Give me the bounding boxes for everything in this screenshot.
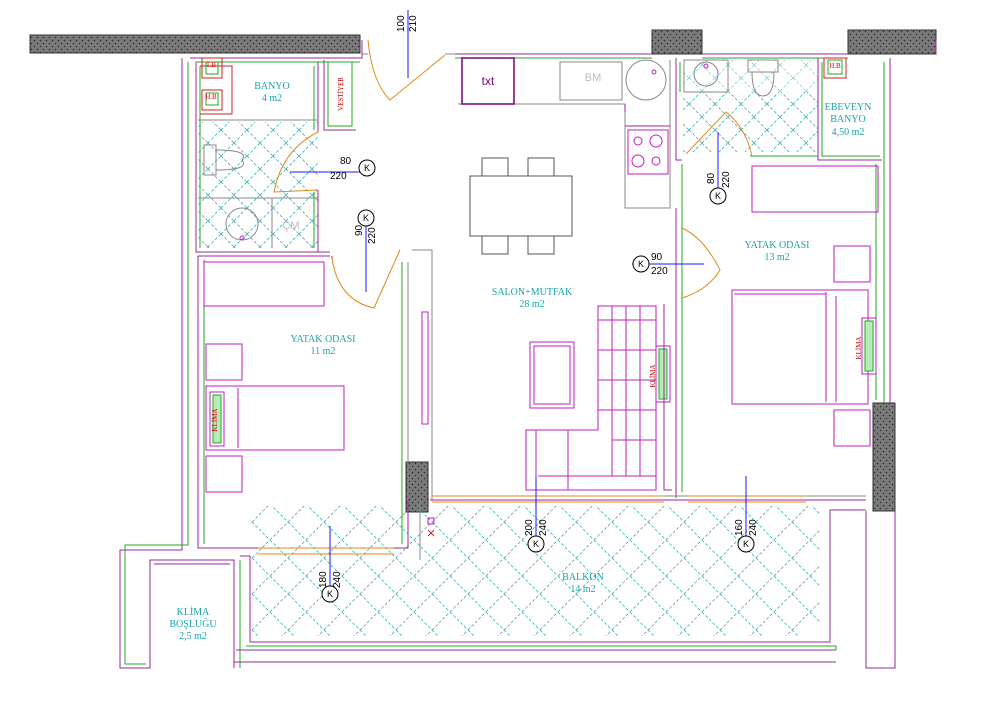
svg-text:90: 90	[651, 252, 663, 263]
tb-label: T.B	[206, 61, 217, 69]
svg-text:K: K	[715, 191, 721, 201]
ebeveyn-name1: EBEVEYN	[825, 102, 872, 113]
yatak-right-name: YATAK ODASI	[744, 240, 809, 251]
svg-text:220: 220	[721, 171, 732, 188]
top-door-width: 100	[396, 15, 407, 32]
balkon-area: 14 m2	[570, 584, 595, 595]
entry-door	[362, 10, 455, 101]
svg-text:90: 90	[354, 224, 365, 236]
salon-area: 28 m2	[519, 299, 544, 310]
ebeveyn-area: 4,50 m2	[832, 127, 865, 138]
klima-salon-label: KLİMA	[649, 365, 657, 388]
ebeveyn-door	[685, 111, 753, 194]
ebeveyn-banyo-room	[675, 57, 882, 161]
banyo-name: BANYO	[254, 81, 290, 92]
yatak-right-window-marker: 160 240 K	[734, 519, 759, 553]
hb-left-label: H.B	[205, 93, 217, 101]
klima-boslugu-name1: KLİMA	[177, 606, 211, 618]
yatak-left-room	[197, 255, 409, 549]
svg-text:K: K	[533, 539, 539, 549]
svg-text:K: K	[638, 259, 644, 269]
salon-furniture	[407, 208, 677, 500]
window-dimension-lines	[329, 476, 747, 590]
vestiyer-closet	[323, 60, 356, 131]
yatak-left-area: 11 m2	[311, 346, 336, 357]
ebeveyn-name2: BANYO	[830, 114, 866, 125]
yatak-left-name: YATAK ODASI	[290, 334, 355, 345]
svg-text:80: 80	[340, 156, 352, 167]
txt-label: txt	[482, 74, 495, 88]
svg-text:160: 160	[734, 519, 745, 536]
svg-text:200: 200	[524, 519, 535, 536]
yatak-left-window-marker: 180 240 K	[318, 571, 343, 603]
banyo-area: 4 m2	[262, 93, 282, 104]
balkon-name: BALKON	[562, 572, 604, 583]
svg-text:80: 80	[706, 172, 717, 184]
cm-label: ÇM	[282, 220, 299, 232]
balkon	[234, 495, 866, 668]
svg-text:240: 240	[748, 519, 759, 536]
hb-right-label: H.B	[829, 62, 841, 70]
banyo-door	[273, 131, 360, 193]
klima-boslugu-name2: BOŞLUĞU	[169, 618, 217, 630]
yatak-left-door	[331, 222, 401, 309]
svg-text:220: 220	[367, 227, 378, 244]
svg-text:240: 240	[538, 519, 549, 536]
svg-text:K: K	[743, 539, 749, 549]
svg-text:180: 180	[318, 571, 329, 588]
banyo-door-marker: 80 220 K	[330, 156, 376, 182]
klima-right-label: KLİMA	[855, 337, 863, 360]
salon-name: SALON+MUTFAK	[492, 287, 573, 298]
svg-text:220: 220	[651, 266, 668, 277]
yatak-right-door-marker: K 90 220	[632, 252, 668, 277]
yatak-right-room	[681, 164, 879, 492]
svg-text:220: 220	[330, 171, 347, 182]
klima-left-label: KLİMA	[211, 409, 219, 432]
bm-label: BM	[585, 72, 602, 84]
salon-window-marker: 200 240 K	[524, 519, 549, 553]
klima-boslugu-area: 2,5 m2	[179, 631, 207, 642]
exterior-wall-top	[29, 29, 937, 513]
svg-text:K: K	[327, 589, 333, 599]
kitchen-counter	[458, 57, 671, 209]
klima-boslugu	[150, 559, 235, 668]
svg-text:240: 240	[332, 571, 343, 588]
svg-text:K: K	[363, 213, 369, 223]
yatak-right-area: 13 m2	[764, 252, 789, 263]
svg-text:K: K	[364, 163, 370, 173]
vestiyer-label: VESTİYER	[337, 77, 345, 111]
electrical-symbols	[427, 517, 435, 537]
ebeveyn-door-marker: 80 220 K	[706, 171, 732, 205]
dining-table	[469, 157, 573, 255]
yatak-left-door-marker: K 90 220	[354, 209, 378, 244]
banyo-room	[195, 57, 330, 253]
top-door-height: 210	[408, 15, 419, 32]
